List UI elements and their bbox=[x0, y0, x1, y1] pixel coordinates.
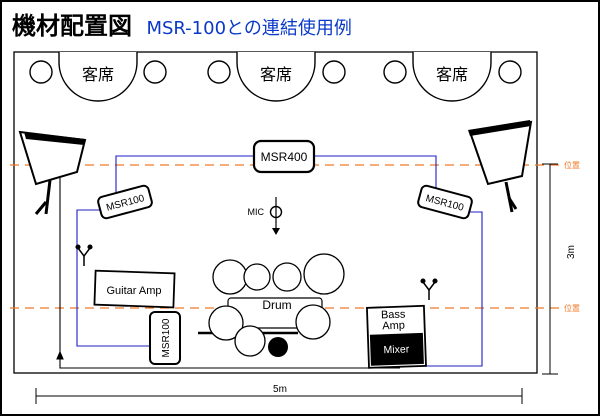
seat-label: 客席 bbox=[436, 65, 468, 84]
guitar-amp-label: Guitar Amp bbox=[106, 285, 161, 297]
seat-group-left: 客席 bbox=[29, 52, 167, 102]
page-subtitle: MSR-100との連結使用例 bbox=[146, 18, 352, 39]
speaker-right bbox=[468, 120, 533, 213]
mixer-label: Mixer bbox=[383, 343, 410, 356]
position-label-bottom: 位置 bbox=[564, 303, 580, 313]
msr400-label: MSR400 bbox=[261, 150, 308, 164]
seat-group-right: 客席 bbox=[383, 52, 522, 102]
seat-marker bbox=[207, 60, 231, 84]
cymbal bbox=[212, 259, 248, 295]
speaker-stand bbox=[44, 179, 52, 215]
cable-msr400-right bbox=[314, 155, 437, 188]
seat-marker bbox=[29, 60, 53, 84]
msr400-box bbox=[252, 139, 316, 174]
speaker-stand-leg bbox=[34, 201, 48, 215]
snare bbox=[208, 305, 244, 341]
page-title: 機材配置図 bbox=[12, 12, 132, 40]
cable-left-chain bbox=[76, 209, 152, 347]
seat-marker bbox=[322, 60, 346, 84]
speaker-left bbox=[18, 130, 87, 215]
seat-marker bbox=[143, 60, 167, 84]
title-bar: 機材配置図 MSR-100との連結使用例 bbox=[12, 14, 352, 38]
main-line bbox=[59, 178, 400, 369]
seat-area bbox=[236, 52, 316, 102]
drum-label: Drum bbox=[262, 298, 291, 312]
msr100-box bbox=[97, 184, 153, 220]
stand-markers bbox=[75, 244, 438, 300]
line-arrow bbox=[56, 350, 64, 360]
depth-dimension bbox=[542, 163, 558, 375]
mic-direction-arrow bbox=[272, 228, 280, 235]
msr100-box bbox=[149, 311, 181, 365]
width-dimension bbox=[35, 388, 523, 404]
seat-marker bbox=[498, 60, 522, 84]
depth-label: 3m bbox=[566, 245, 577, 259]
seat-group-center: 客席 bbox=[207, 52, 346, 102]
seat-area bbox=[58, 52, 138, 102]
width-label: 5m bbox=[273, 384, 287, 395]
tom bbox=[272, 262, 302, 292]
seat-area bbox=[412, 52, 492, 102]
drum-stool bbox=[268, 337, 288, 357]
cymbal bbox=[303, 253, 345, 295]
bass-amp-unit: Bass Amp Mixer bbox=[366, 304, 427, 369]
mixer-panel bbox=[369, 332, 424, 366]
audience-seats: 客席 客席 客席 bbox=[29, 52, 522, 102]
seat-label: 客席 bbox=[260, 65, 292, 84]
seat-marker bbox=[383, 60, 407, 84]
speaker-top-edge bbox=[468, 120, 531, 136]
msr100-left-unit: MSR100 bbox=[97, 184, 153, 220]
speaker-stand bbox=[504, 181, 514, 213]
cable-msr400-left bbox=[115, 155, 254, 192]
bass-amp-mixer: Bass Amp Mixer bbox=[366, 304, 427, 369]
position-label-top: 位置 bbox=[564, 160, 580, 170]
msr100-box bbox=[417, 184, 473, 220]
seat-label: 客席 bbox=[82, 65, 114, 84]
speaker-top-edge bbox=[24, 132, 85, 145]
drum-kit: Drum bbox=[208, 253, 345, 357]
mic: MIC bbox=[248, 197, 283, 235]
msr400-unit: MSR400 bbox=[252, 139, 316, 174]
bass-amp-label-line1: Bass bbox=[381, 309, 406, 322]
msr100-right-unit: MSR100 bbox=[417, 184, 473, 220]
speaker-stand-leg bbox=[507, 197, 518, 210]
msr100-bottom-unit: MSR100 bbox=[149, 311, 181, 365]
guitar-amp-box bbox=[93, 269, 176, 309]
stand-icon bbox=[420, 278, 438, 300]
stand-icon bbox=[75, 244, 93, 266]
hi-hat bbox=[234, 325, 266, 357]
bass-amp-label-line2: Amp bbox=[382, 320, 405, 333]
msr100-bottom-label: MSR100 bbox=[161, 318, 172, 357]
mic-label: MIC bbox=[248, 207, 265, 217]
guitar-amp: Guitar Amp bbox=[93, 269, 176, 309]
floor-tom bbox=[295, 304, 331, 340]
drum-pieces bbox=[208, 253, 345, 357]
tom bbox=[243, 263, 271, 291]
